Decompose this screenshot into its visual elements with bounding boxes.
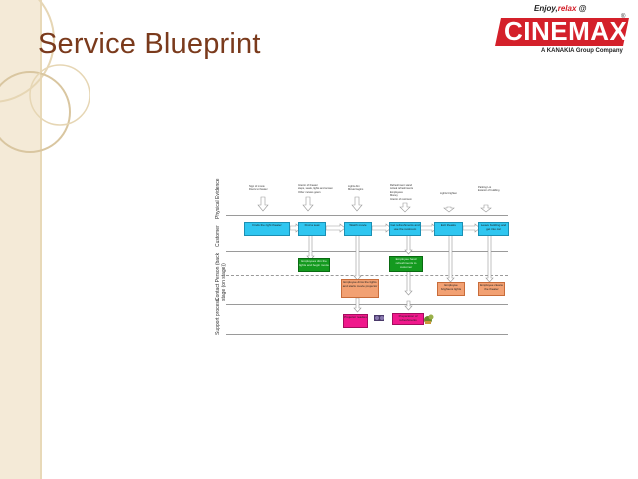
customer-step: Exit theatre xyxy=(434,222,463,236)
onstage-step: Employees dim the lights and begin movie xyxy=(298,258,330,272)
blueprint-arrows xyxy=(214,181,510,335)
refreshments-icon xyxy=(424,315,434,325)
service-blueprint-diagram: Physical Evidence Customer Contact Perso… xyxy=(214,181,510,335)
customer-step: Finds the right theater xyxy=(244,222,290,236)
support-step: Preparation of refreshments xyxy=(392,313,424,325)
customer-step: Get refreshments and use the restroom xyxy=(389,222,421,236)
evidence-item: Lights brighten xyxy=(440,192,457,195)
brand-logo: CINEMAX xyxy=(504,16,627,47)
backstage-step: Employee cleans the theater xyxy=(478,282,505,296)
decorative-circles xyxy=(0,0,90,160)
projector-icon xyxy=(374,315,384,321)
customer-step: Leave building and get into car xyxy=(478,222,509,236)
onstage-step: Employee hand refreshments to customer xyxy=(389,256,423,272)
customer-step: Find a seat xyxy=(298,222,326,236)
brand-tagline: Enjoy,relax @ xyxy=(534,4,586,13)
brand-registered-mark: ® xyxy=(621,14,625,20)
backstage-step: Employee brightens lights xyxy=(437,282,465,296)
support-step: Projector readies xyxy=(343,314,368,328)
brand-subtitle: A KANAKIA Group Company xyxy=(541,48,623,54)
backstage-step: Employee dims the lights and starts movi… xyxy=(341,279,379,298)
slide-title: Service Blueprint xyxy=(38,28,261,61)
customer-step: Watch movie xyxy=(344,222,372,236)
